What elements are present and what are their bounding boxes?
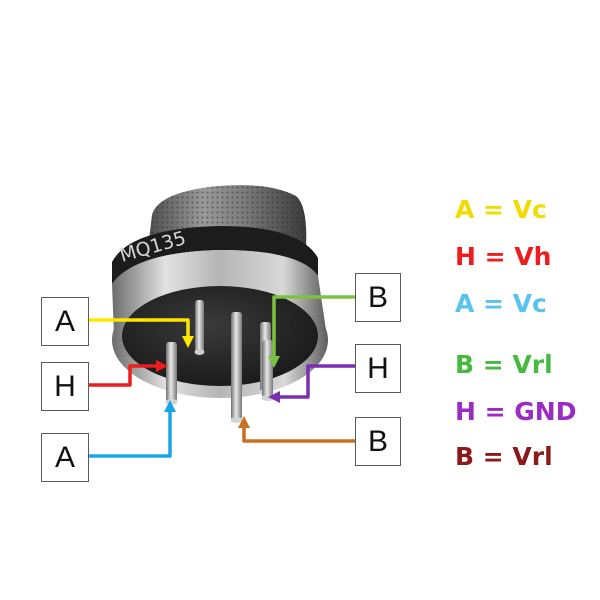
connector-b-bottom: [242, 426, 356, 443]
connector-lines: [88, 295, 356, 458]
connector-b-top: [272, 295, 355, 358]
sensor-base: [122, 286, 318, 386]
legend-item: B = Vrl: [455, 350, 553, 379]
connector-h-right: [278, 364, 356, 399]
arrow-a-top: [182, 336, 194, 348]
sensor-pins: [165, 300, 274, 423]
arrow-b-bottom: [238, 416, 250, 428]
pin-label-b-bottom: B: [355, 417, 401, 466]
connector-h-left: [88, 364, 158, 387]
pin-h-right: [262, 340, 273, 398]
connector-arrowheads: [156, 336, 280, 428]
connector-a-bottom: [88, 410, 172, 458]
pin-b-bottom: [231, 312, 242, 420]
pin-h-left: [166, 342, 177, 402]
arrow-a-bottom: [164, 400, 176, 412]
legend-item: H = Vh: [455, 242, 552, 271]
pin-label-h-left: H: [41, 362, 89, 411]
connector-a-top: [88, 318, 190, 338]
legend-item: H = GND: [455, 397, 577, 426]
pin-label-a-bottom: A: [41, 433, 89, 482]
pin-label-a-top: A: [41, 297, 89, 346]
arrow-h-right: [268, 391, 280, 403]
arrow-h-left: [156, 360, 168, 372]
legend-item: A = Vc: [455, 289, 547, 318]
arrow-b-top: [268, 356, 280, 368]
pin-label-b-top: B: [355, 273, 401, 322]
legend-item: B = Vrl: [455, 442, 553, 471]
legend-item: A = Vc: [455, 195, 547, 224]
pin-label-h-right: H: [355, 344, 401, 393]
pin-a-top: [195, 300, 204, 352]
